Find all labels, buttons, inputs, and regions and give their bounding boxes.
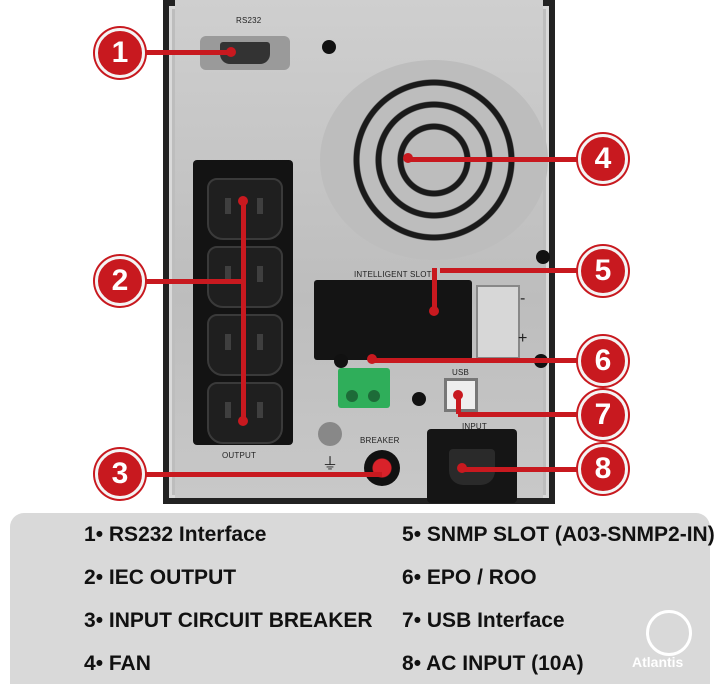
callout-line (432, 268, 437, 310)
callout-badge-7: 7 (578, 390, 628, 440)
panel-screw (412, 392, 426, 406)
input-circuit-breaker[interactable] (364, 450, 400, 486)
callout-line (120, 50, 230, 55)
callout-dot (453, 390, 463, 400)
breaker-label: BREAKER (360, 436, 400, 445)
legend-item-5: 5• SNMP SLOT (A03-SNMP2-IN) (402, 523, 715, 546)
panel-screw (536, 250, 550, 264)
callout-line (241, 200, 246, 420)
rs232-label: RS232 (236, 16, 262, 25)
minus-sign: - (520, 290, 526, 307)
callout-line (120, 279, 242, 284)
panel-screw (334, 354, 348, 368)
callout-dot (429, 306, 439, 316)
callout-badge-3: 3 (95, 449, 145, 499)
callout-dot (403, 153, 413, 163)
callout-dot (367, 354, 377, 364)
legend-item-4: 4• FAN (84, 652, 151, 675)
legend-item-1: 1• RS232 Interface (84, 523, 267, 546)
ground-icon: ⏚ (322, 456, 339, 473)
intelligent-slot[interactable] (314, 280, 472, 360)
panel-screw (322, 40, 336, 54)
callout-badge-1: 1 (95, 28, 145, 78)
callout-line (462, 467, 598, 472)
callout-dot (457, 463, 467, 473)
atlantis-logo-icon (646, 610, 692, 656)
legend-item-3: 3• INPUT CIRCUIT BREAKER (84, 609, 373, 632)
legend-item-8: 8• AC INPUT (10A) (402, 652, 584, 675)
slot-cover-plate (476, 285, 520, 359)
legend-item-6: 6• EPO / ROO (402, 566, 537, 589)
legend-item-2: 2• IEC OUTPUT (84, 566, 237, 589)
callout-line (120, 472, 382, 477)
callout-line (372, 358, 598, 363)
ac-input-socket[interactable] (427, 429, 517, 503)
callout-badge-8: 8 (578, 444, 628, 494)
callout-line (458, 412, 598, 417)
callout-badge-4: 4 (578, 134, 628, 184)
plus-sign: + (518, 330, 528, 347)
legend-item-7: 7• USB Interface (402, 609, 565, 632)
ground-screw (318, 422, 342, 446)
intelligent-slot-label: INTELLIGENT SLOT (354, 270, 432, 279)
brand-name: Atlantis (632, 654, 684, 670)
callout-badge-6: 6 (578, 336, 628, 386)
callout-line (456, 394, 461, 414)
callout-dot (238, 416, 248, 426)
legend-panel: 1• RS232 Interface 2• IEC OUTPUT 3• INPU… (10, 513, 715, 684)
input-label: INPUT (462, 422, 487, 431)
epo-terminal[interactable] (338, 368, 390, 408)
callout-line (408, 157, 598, 162)
callout-dot (226, 47, 236, 57)
callout-line (440, 268, 598, 273)
callout-badge-2: 2 (95, 256, 145, 306)
usb-label: USB (452, 368, 470, 377)
output-label: OUTPUT (222, 451, 257, 460)
callout-dot (238, 196, 248, 206)
callout-badge-5: 5 (578, 246, 628, 296)
